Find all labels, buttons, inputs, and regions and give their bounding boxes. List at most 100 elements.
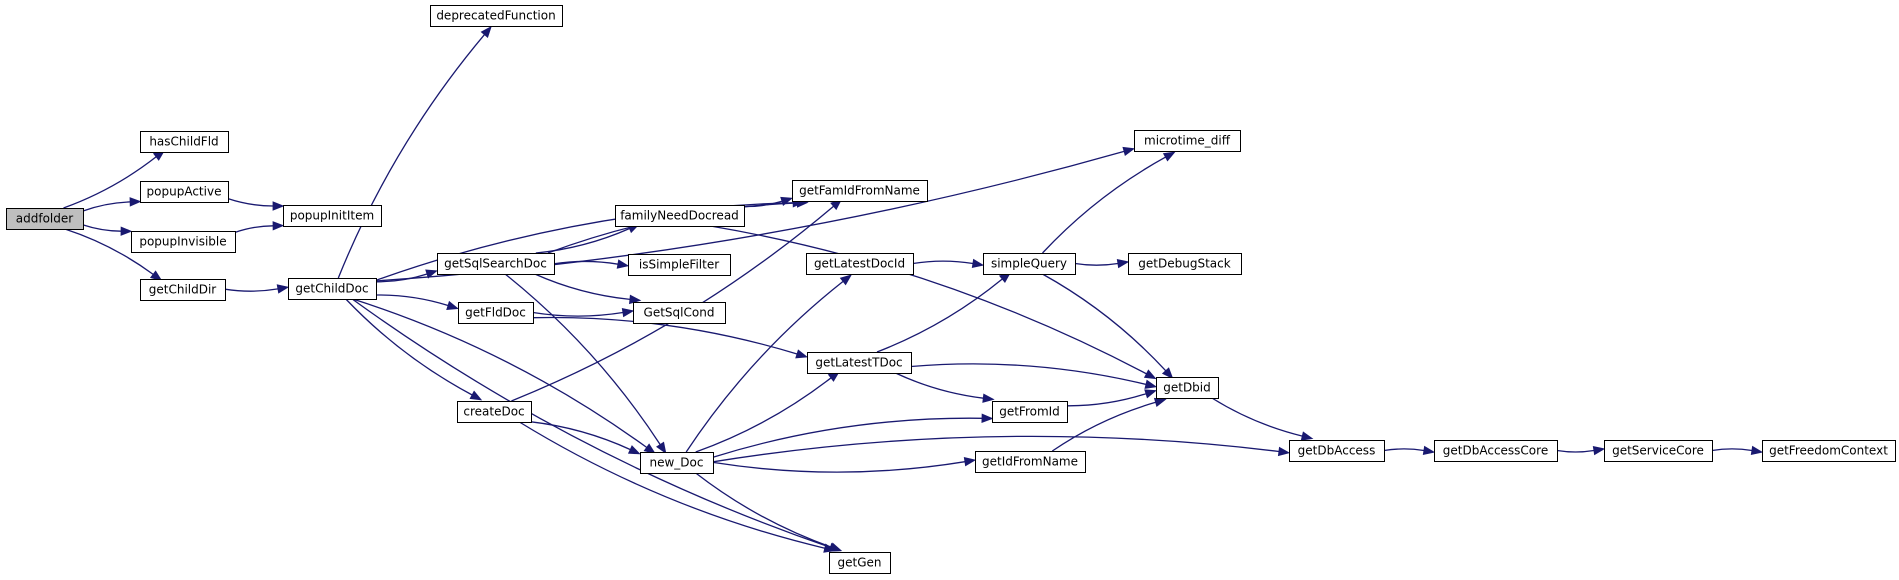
arrowhead-getChildDoc-to-getSqlSearchDoc [425, 269, 438, 279]
node-box-getLatestDocId[interactable] [806, 253, 914, 275]
arrowhead-createDoc-to-new_Doc [627, 445, 641, 455]
node-simpleQuery[interactable]: simpleQuery [983, 253, 1076, 275]
node-box-getFromId[interactable] [992, 401, 1068, 423]
node-box-new_Doc[interactable] [640, 452, 714, 474]
arrowhead-getDbid-to-getDbAccess [1300, 431, 1314, 441]
node-label-new_Doc: new_Doc [650, 456, 704, 470]
edge-getChildDoc-to-getGen [351, 298, 831, 549]
node-box-getDbAccess[interactable] [1289, 440, 1385, 462]
arrowhead-new_Doc-to-getFromId [981, 413, 994, 424]
node-box-popupInitItem[interactable] [283, 205, 382, 227]
node-box-getFamIdFromName[interactable] [792, 180, 928, 202]
node-deprecatedFunction[interactable]: deprecatedFunction [430, 5, 563, 27]
node-label-getDbAccess: getDbAccess [1298, 444, 1376, 458]
node-label-getFreedomContext: getFreedomContext [1769, 444, 1888, 458]
node-box-getFreedomContext[interactable] [1762, 440, 1896, 462]
edge-getLatestTDoc-to-getDbid [910, 363, 1147, 386]
edge-getChildDoc-to-createDoc [345, 298, 473, 396]
node-label-getChildDoc: getChildDoc [295, 282, 368, 296]
node-GetSqlCond[interactable]: GetSqlCond [633, 302, 726, 324]
arrowhead-getChildDir-to-getChildDoc [276, 284, 290, 294]
node-box-addfolder[interactable] [6, 208, 84, 230]
node-getLatestDocId[interactable]: getLatestDocId [806, 253, 914, 275]
node-getDebugStack[interactable]: getDebugStack [1128, 253, 1242, 275]
node-new_Doc[interactable]: new_Doc [640, 452, 714, 474]
node-getSqlSearchDoc[interactable]: getSqlSearchDoc [437, 253, 555, 275]
edge-new_Doc-to-getFromId [712, 417, 983, 458]
node-label-isSimpleFilter: isSimpleFilter [639, 258, 719, 272]
edge-addfolder-to-popupActive [82, 201, 131, 212]
node-box-getSqlSearchDoc[interactable] [437, 253, 555, 275]
node-getFreedomContext[interactable]: getFreedomContext [1762, 440, 1896, 462]
node-getLatestTDoc[interactable]: getLatestTDoc [807, 352, 912, 374]
node-getDbid[interactable]: getDbid [1156, 377, 1219, 399]
node-familyNeedDocread[interactable]: familyNeedDocread [615, 205, 745, 227]
arrowhead-getChildDoc-to-createDoc [469, 390, 483, 401]
node-getDbAccess[interactable]: getDbAccess [1289, 440, 1385, 462]
node-label-simpleQuery: simpleQuery [991, 257, 1067, 271]
node-getIdFromName[interactable]: getIdFromName [975, 451, 1086, 473]
node-box-getDebugStack[interactable] [1128, 253, 1242, 275]
node-microtime_diff[interactable]: microtime_diff [1134, 130, 1241, 152]
node-popupActive[interactable]: popupActive [140, 181, 229, 203]
node-label-getChildDir: getChildDir [149, 283, 217, 297]
node-box-isSimpleFilter[interactable] [628, 254, 731, 276]
node-box-getIdFromName[interactable] [975, 451, 1086, 473]
node-getChildDoc[interactable]: getChildDoc [288, 278, 377, 300]
node-box-popupInvisible[interactable] [131, 231, 236, 253]
node-label-getSqlSearchDoc: getSqlSearchDoc [444, 257, 547, 271]
node-box-deprecatedFunction[interactable] [430, 5, 563, 27]
node-createDoc[interactable]: createDoc [457, 401, 532, 423]
node-getFamIdFromName[interactable]: getFamIdFromName [792, 180, 928, 202]
arrowhead-getSqlSearchDoc-to-GetSqlCond [629, 294, 642, 305]
arrowhead-new_Doc-to-getDbAccess [1277, 446, 1291, 457]
node-box-getDbAccessCore[interactable] [1434, 440, 1558, 462]
edge-getChildDoc-to-deprecatedFunction [337, 34, 485, 279]
node-addfolder[interactable]: addfolder [6, 208, 84, 230]
arrowhead-addfolder-to-popupActive [129, 197, 142, 207]
node-box-getServiceCore[interactable] [1604, 440, 1713, 462]
edge-simpleQuery-to-microtime_diff [1042, 156, 1166, 254]
edge-getFromId-to-getDbid [1066, 393, 1147, 407]
node-box-getChildDoc[interactable] [288, 278, 377, 300]
node-label-getFromId: getFromId [999, 405, 1060, 419]
node-getFldDoc[interactable]: getFldDoc [458, 302, 534, 324]
arrowhead-new_Doc-to-getLatestDocId [839, 274, 852, 286]
node-box-getGen[interactable] [829, 552, 891, 574]
node-box-getLatestTDoc[interactable] [807, 352, 912, 374]
edge-new_Doc-to-getIdFromName [712, 461, 966, 473]
arrowhead-addfolder-to-getChildDir [149, 270, 163, 282]
node-box-hasChildFld[interactable] [140, 131, 229, 153]
node-box-getFldDoc[interactable] [458, 302, 534, 324]
node-popupInvisible[interactable]: popupInvisible [131, 231, 236, 253]
node-box-microtime_diff[interactable] [1134, 130, 1241, 152]
node-box-simpleQuery[interactable] [983, 253, 1076, 275]
node-label-getLatestDocId: getLatestDocId [814, 257, 905, 271]
node-getFromId[interactable]: getFromId [992, 401, 1068, 423]
nodes-layer: addfolder hasChildFld popupActive popupInvi… [6, 5, 1896, 574]
edge-getLatestTDoc-to-getFromId [895, 372, 984, 399]
edge-new_Doc-to-getGen [695, 472, 832, 548]
node-label-getDebugStack: getDebugStack [1138, 257, 1230, 271]
node-getChildDir[interactable]: getChildDir [140, 279, 226, 301]
arrowhead-getDbAccessCore-to-getServiceCore [1592, 445, 1606, 456]
node-isSimpleFilter[interactable]: isSimpleFilter [628, 254, 731, 276]
node-hasChildFld[interactable]: hasChildFld [140, 131, 229, 153]
node-box-createDoc[interactable] [457, 401, 532, 423]
edge-getDbAccessCore-to-getServiceCore [1556, 449, 1595, 453]
node-getDbAccessCore[interactable]: getDbAccessCore [1434, 440, 1558, 462]
node-box-popupActive[interactable] [140, 181, 229, 203]
node-box-GetSqlCond[interactable] [633, 302, 726, 324]
edge-addfolder-to-hasChildFld [63, 156, 157, 209]
node-label-popupActive: popupActive [147, 185, 222, 199]
node-box-getChildDir[interactable] [140, 279, 226, 301]
node-popupInitItem[interactable]: popupInitItem [283, 205, 382, 227]
node-box-getDbid[interactable] [1156, 377, 1219, 399]
node-box-familyNeedDocread[interactable] [615, 205, 745, 227]
node-label-getLatestTDoc: getLatestTDoc [815, 356, 902, 370]
arrowhead-getSqlSearchDoc-to-isSimpleFilter [616, 259, 630, 269]
arrowhead-getServiceCore-to-getFreedomContext [1750, 445, 1764, 456]
node-getGen[interactable]: getGen [829, 552, 891, 574]
node-getServiceCore[interactable]: getServiceCore [1604, 440, 1713, 462]
